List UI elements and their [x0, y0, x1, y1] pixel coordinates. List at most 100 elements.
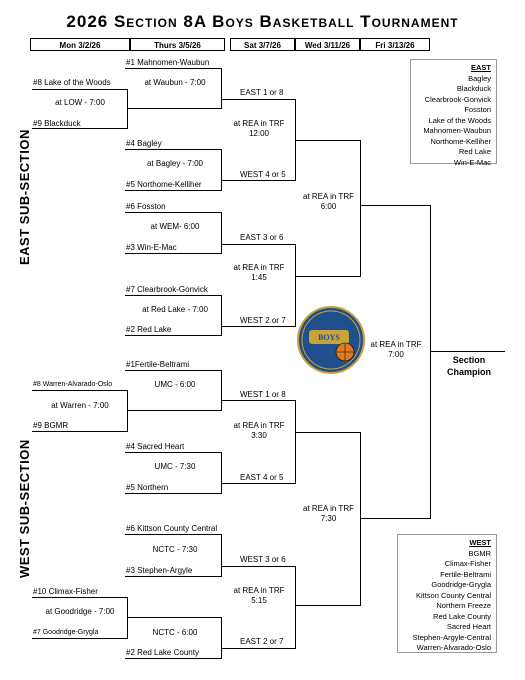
game-site: at REA in TRF [233, 421, 285, 430]
team-slot: EAST 3 or 6 [240, 233, 284, 242]
bracket-line [125, 493, 222, 494]
league-logo: BOYS [297, 306, 365, 374]
bracket-line [221, 326, 296, 327]
list-item: Red Lake [458, 147, 491, 156]
team-slot: #7 Clearbrook-Gonvick [126, 285, 208, 294]
game-site: UMC - 7:30 [154, 462, 196, 471]
team-slot: #6 Fosston [126, 202, 166, 211]
team-slot: #6 Kittson County Central [126, 524, 218, 533]
list-item: Northome-Kelliher [430, 136, 491, 146]
bracket-line [221, 370, 222, 410]
game-site: UMC - 6:00 [154, 380, 196, 389]
bracket-line [125, 253, 222, 254]
date-header-fri: Fri 3/13/26 [360, 38, 430, 51]
champion-label: Section Champion [430, 354, 508, 378]
game-site: at Waubun - 7:00 [144, 78, 206, 87]
bracket-line [221, 483, 296, 484]
list-item: Lake of the Woods [428, 115, 491, 125]
bracket-line [32, 390, 128, 391]
team-slot: #8 Warren-Alvarado-Oslo [33, 381, 113, 388]
bracket-line [32, 431, 128, 432]
bracket-line [221, 244, 296, 245]
bracket-line [127, 410, 222, 411]
list-item: Sacred Heart [446, 622, 491, 631]
bracket-line [221, 400, 296, 401]
date-header-wed: Wed 3/11/26 [295, 38, 360, 51]
list-item: Fosston [464, 105, 491, 114]
team-slot: EAST 4 or 5 [240, 473, 284, 482]
game-site: at REA in TRF [233, 263, 285, 272]
bracket-line [360, 518, 431, 519]
bracket-line [125, 534, 222, 535]
bracket-line [295, 400, 296, 483]
bracket-line [125, 658, 222, 659]
game-site: at REA in TRF [370, 340, 422, 349]
game-time: 12:00 [248, 129, 270, 138]
bracket-line [430, 351, 505, 352]
east-list-title: EAST [470, 63, 491, 72]
basketball-icon: BOYS [301, 310, 361, 370]
bracket-line [221, 99, 296, 100]
champion-line2: Champion [447, 367, 491, 377]
east-team-list: EAST Bagley Blackduck Clearbrook-Gonvick… [410, 59, 497, 167]
bracket-line [221, 149, 222, 190]
west-subsection-label: WEST SUB-SECTION [17, 439, 32, 578]
game-site: at REA in TRF [303, 504, 354, 513]
bracket-line [127, 108, 222, 109]
game-time: 6:00 [320, 202, 337, 211]
team-slot: #10 Climax-Fisher [33, 587, 98, 596]
game-time: 5:15 [251, 596, 267, 605]
team-slot: EAST 1 or 8 [240, 88, 284, 97]
bracket-line [295, 140, 361, 141]
team-slot: #8 Lake of the Woods [33, 78, 111, 87]
list-item: Bagley [468, 73, 491, 83]
bracket-line [32, 597, 128, 598]
team-slot: WEST 2 or 7 [240, 316, 286, 325]
list-item: Win-E-Mac [453, 157, 491, 167]
bracket-line [221, 452, 222, 493]
list-item: Fertile-Beltrami [440, 569, 491, 579]
bracket-line [125, 190, 222, 191]
list-item: Warren-Alvarado-Oslo [416, 643, 491, 652]
team-slot: #3 Stephen-Argyle [126, 566, 193, 575]
list-item: Clearbrook-Gonvick [424, 94, 491, 104]
bracket-line [221, 295, 222, 335]
west-team-list: WEST BGMR Climax-Fisher Fertile-Beltrami… [397, 534, 497, 653]
bracket-line [221, 180, 296, 181]
bracket-line [221, 566, 296, 567]
team-slot: #9 Blackduck [33, 119, 81, 128]
svg-text:BOYS: BOYS [318, 333, 340, 342]
list-item: BGMR [468, 548, 492, 558]
bracket-line [125, 370, 222, 371]
list-item: Mahnomen-Waubun [423, 126, 491, 135]
game-site: at Warren - 7:00 [51, 401, 109, 410]
game-site: at Red Lake - 7:00 [142, 305, 208, 314]
bracket-line [32, 638, 128, 639]
team-slot: #4 Bagley [126, 139, 162, 148]
game-time: 7:30 [320, 514, 337, 523]
bracket-line [430, 205, 431, 518]
list-item: Stephen-Argyle-Central [412, 632, 491, 642]
list-item: Kittson County Central [415, 590, 491, 600]
bracket-line [295, 244, 296, 326]
list-item: Climax-Fisher [444, 559, 491, 568]
bracket-line [295, 566, 296, 648]
date-header-thurs: Thurs 3/5/26 [130, 38, 225, 51]
bracket-line [295, 605, 361, 606]
bracket-line [221, 534, 222, 576]
team-slot: #1 Mahnomen-Waubun [126, 58, 210, 67]
list-item: Blackduck [456, 84, 491, 93]
game-site: at Goodridge - 7:00 [45, 607, 115, 616]
team-slot: EAST 2 or 7 [240, 637, 284, 646]
game-site: NCTC - 7:30 [152, 545, 198, 554]
game-site: at REA in TRF [233, 119, 285, 128]
team-slot: #5 Northome-Kelliher [126, 180, 202, 189]
bracket-line [125, 212, 222, 213]
bracket-line [360, 140, 361, 276]
bracket-line [360, 205, 431, 206]
east-subsection-label: EAST SUB-SECTION [17, 129, 32, 265]
team-slot: #7 Goodridge-Grygla [33, 629, 99, 636]
bracket-line [125, 335, 222, 336]
game-time: 3:30 [251, 431, 267, 440]
bracket-line [125, 295, 222, 296]
